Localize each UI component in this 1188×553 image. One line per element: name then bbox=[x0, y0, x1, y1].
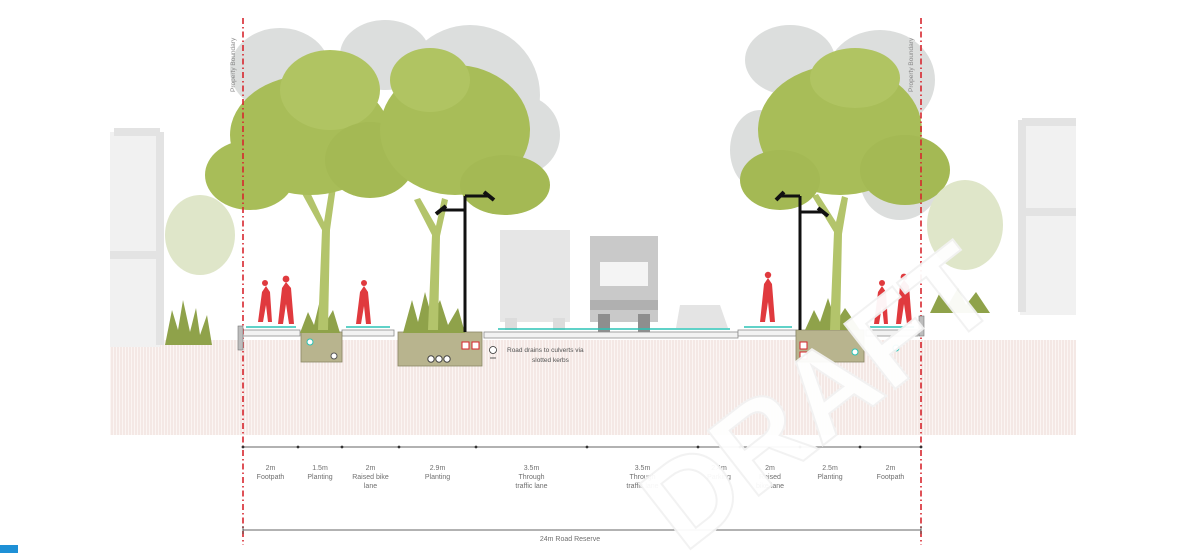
segment-name: Through bbox=[629, 474, 655, 481]
tree-middle bbox=[380, 48, 550, 330]
segment-name2: bike lane bbox=[756, 483, 784, 490]
corner-tab bbox=[0, 545, 18, 553]
drainage-note-line2: slotted kerbs bbox=[532, 357, 570, 364]
segment-width: 2.4m bbox=[711, 465, 727, 472]
dimension-tick bbox=[474, 445, 478, 449]
parked-car bbox=[676, 305, 728, 328]
dimension-tick bbox=[585, 445, 589, 449]
segment-width: 3.5m bbox=[635, 465, 651, 472]
segment-name: Footpath bbox=[257, 474, 285, 481]
bike-lane-lines bbox=[246, 326, 914, 330]
segment-name: Planting bbox=[817, 474, 842, 481]
dimension-tick bbox=[919, 445, 923, 449]
dimension-tick bbox=[696, 445, 700, 449]
segment-width: 3.5m bbox=[524, 465, 540, 472]
tree-left bbox=[205, 50, 415, 330]
segment-width: 2.5m bbox=[822, 465, 838, 472]
segment-name2: lane bbox=[364, 483, 377, 490]
segment-name: Parking bbox=[707, 474, 731, 481]
segment-name: Raised bike bbox=[352, 474, 389, 481]
dimension-tick bbox=[397, 445, 401, 449]
dimension-tick bbox=[296, 445, 300, 449]
drainage-callout bbox=[489, 346, 497, 359]
segment-width: 2m bbox=[886, 465, 896, 472]
street-light-right bbox=[774, 190, 830, 330]
dimension-tick bbox=[798, 445, 802, 449]
segment-name: Through bbox=[518, 474, 544, 481]
segment-name2: traffic lane bbox=[626, 483, 658, 490]
segment-width: 2m bbox=[765, 465, 775, 472]
dimension-ticks bbox=[241, 445, 923, 449]
segment-width: 2m bbox=[366, 465, 376, 472]
truck-faded bbox=[500, 230, 570, 330]
boundary-label-right: Property Boundary bbox=[908, 37, 915, 92]
segment-width: 2.9m bbox=[430, 465, 446, 472]
segment-width: 2m bbox=[266, 465, 276, 472]
dimension-tick bbox=[858, 445, 862, 449]
ground-hatch bbox=[110, 340, 1076, 435]
building-left bbox=[110, 128, 164, 347]
dimension-tick bbox=[738, 445, 742, 449]
segment-name: Planting bbox=[307, 474, 332, 481]
pedestrians bbox=[258, 271, 912, 324]
segment-width: 1.5m bbox=[312, 465, 328, 472]
services bbox=[306, 338, 900, 363]
truck bbox=[590, 236, 658, 332]
road-reserve-line bbox=[242, 526, 922, 534]
boundary-label-left: Property Boundary bbox=[230, 37, 237, 92]
street-light-left bbox=[434, 190, 496, 332]
road-reserve-label: 24m Road Reserve bbox=[540, 536, 600, 543]
segment-name: Raised bbox=[759, 474, 781, 481]
kerbs bbox=[237, 315, 925, 351]
dimension-tick bbox=[340, 445, 344, 449]
dimension-tick bbox=[241, 445, 245, 449]
tree-right bbox=[740, 48, 950, 330]
segment-name2: traffic lane bbox=[515, 483, 547, 490]
segment-name: Footpath bbox=[877, 474, 905, 481]
segment-name: Planting bbox=[425, 474, 450, 481]
drainage-note-line1: Road drains to culverts via bbox=[507, 347, 584, 354]
pale-trees bbox=[165, 180, 1003, 275]
building-right bbox=[1018, 118, 1076, 315]
